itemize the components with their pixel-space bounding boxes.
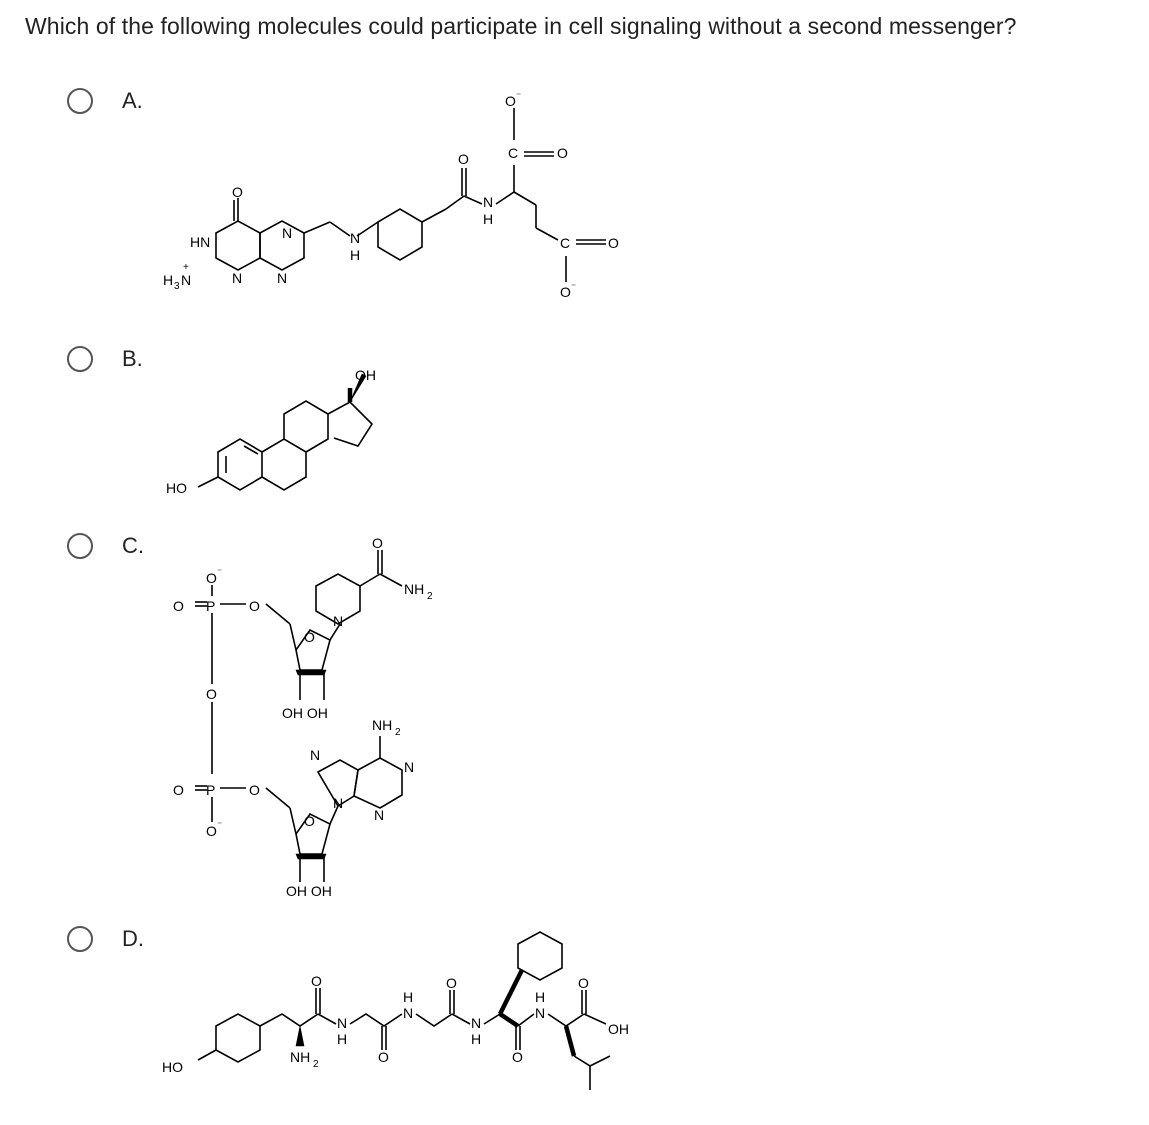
d-ho: HO xyxy=(162,1059,183,1075)
svg-text:N: N xyxy=(333,613,343,629)
option-a-radio[interactable] xyxy=(67,88,93,114)
svg-text:C: C xyxy=(560,235,570,251)
svg-text:N: N xyxy=(374,807,384,823)
option-b-radio[interactable] xyxy=(67,346,93,372)
svg-text:NH: NH xyxy=(404,581,424,597)
question-text: Which of the following molecules could p… xyxy=(25,13,1017,39)
svg-text:O: O xyxy=(304,629,315,645)
svg-text:N: N xyxy=(404,759,414,775)
svg-text:N: N xyxy=(282,225,292,241)
svg-text:⁻: ⁻ xyxy=(217,820,222,831)
svg-text:O: O xyxy=(446,975,457,991)
svg-text:N: N xyxy=(181,272,191,288)
a-h3n: H xyxy=(163,272,173,288)
svg-text:O: O xyxy=(206,686,217,702)
svg-text:H: H xyxy=(350,247,360,263)
svg-text:O: O xyxy=(458,151,469,167)
svg-text:N: N xyxy=(337,1015,347,1031)
svg-text:O: O xyxy=(311,973,322,989)
svg-text:NH: NH xyxy=(372,717,392,733)
option-b[interactable]: B. xyxy=(67,346,143,372)
svg-text:2: 2 xyxy=(427,591,433,602)
option-a[interactable]: A. xyxy=(67,88,143,114)
svg-text:N: N xyxy=(350,230,360,246)
c-ohoh-1: OH OH xyxy=(282,705,328,721)
svg-text:+: + xyxy=(183,262,189,273)
option-c-label: C. xyxy=(122,533,144,558)
svg-text:O: O xyxy=(372,535,383,551)
svg-text:N: N xyxy=(483,194,493,210)
svg-text:3: 3 xyxy=(174,281,180,292)
svg-text:O: O xyxy=(512,1049,523,1065)
svg-text:H: H xyxy=(471,1031,481,1047)
svg-text:P: P xyxy=(206,598,215,614)
svg-text:N: N xyxy=(535,1005,545,1021)
svg-text:NH: NH xyxy=(290,1049,310,1065)
svg-text:N: N xyxy=(403,1005,413,1021)
svg-text:O: O xyxy=(206,570,217,586)
svg-text:O: O xyxy=(608,235,619,251)
svg-text:O: O xyxy=(206,823,217,839)
svg-text:O: O xyxy=(557,145,568,161)
svg-text:O: O xyxy=(173,782,184,798)
svg-text:N: N xyxy=(232,270,242,286)
svg-text:N: N xyxy=(471,1015,481,1031)
option-d-label: D. xyxy=(122,926,144,951)
c-ohoh-2: OH OH xyxy=(286,883,332,899)
svg-text:H: H xyxy=(337,1031,347,1047)
option-d[interactable]: D. xyxy=(67,926,144,952)
b-ho: HO xyxy=(166,480,187,496)
svg-text:O: O xyxy=(249,782,260,798)
svg-text:H: H xyxy=(535,989,545,1005)
svg-text:N: N xyxy=(333,795,343,811)
svg-text:O: O xyxy=(304,813,315,829)
option-b-label: B. xyxy=(122,346,143,371)
a-hn: HN xyxy=(190,234,210,250)
svg-text:N: N xyxy=(310,747,320,763)
svg-text:2: 2 xyxy=(313,1059,319,1070)
a-o-top: O xyxy=(232,184,243,200)
svg-text:O: O xyxy=(505,93,516,109)
svg-text:⁻: ⁻ xyxy=(217,567,222,578)
svg-text:⁻: ⁻ xyxy=(516,91,521,102)
svg-text:2: 2 xyxy=(395,727,401,738)
svg-text:O: O xyxy=(578,975,589,991)
b-oh: OH xyxy=(355,367,376,383)
svg-text:N: N xyxy=(277,270,287,286)
svg-text:O: O xyxy=(173,598,184,614)
d-oh: OH xyxy=(608,1021,629,1037)
svg-text:C: C xyxy=(508,145,518,161)
svg-text:H: H xyxy=(403,989,413,1005)
svg-text:H: H xyxy=(483,211,493,227)
option-d-radio[interactable] xyxy=(67,926,93,952)
option-c-radio[interactable] xyxy=(67,533,93,559)
option-a-label: A. xyxy=(122,88,143,113)
option-c[interactable]: C. xyxy=(67,533,144,559)
svg-text:O: O xyxy=(378,1049,389,1065)
svg-text:⁻: ⁻ xyxy=(571,282,576,293)
svg-text:P: P xyxy=(206,782,215,798)
svg-text:O: O xyxy=(560,284,571,300)
svg-text:O: O xyxy=(249,598,260,614)
